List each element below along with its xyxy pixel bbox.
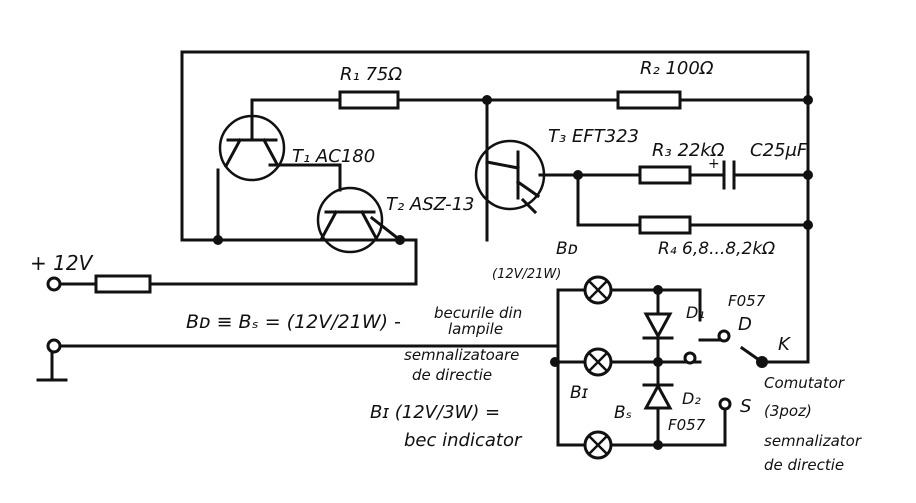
- switch-contact-s: [718, 397, 732, 411]
- label-r3: R₃ 22kΩ: [652, 140, 725, 161]
- lamp-bd: [583, 275, 613, 305]
- transistor-t2: [316, 186, 384, 254]
- resistor-r3: [638, 165, 692, 185]
- label-supply: + 12V: [30, 251, 94, 275]
- label-t2: T₂ ASZ-13: [386, 194, 475, 215]
- resistor-r4: [638, 215, 692, 235]
- transistor-t1: [218, 114, 286, 182]
- label-switch-k: K: [778, 334, 791, 355]
- label-d2-part: F057: [668, 416, 706, 434]
- svg-text:+: +: [708, 156, 720, 172]
- label-r2: R₂ 100Ω: [640, 58, 714, 79]
- label-switch-s: S: [740, 396, 751, 417]
- label-switch-desc-1: Comutator: [764, 374, 845, 392]
- switch-contact-d: [717, 329, 731, 343]
- label-bd-rating: (12V/21W): [492, 267, 561, 282]
- fuse-resistor: [94, 274, 152, 294]
- label-switch-desc-3: semnalizator: [764, 432, 862, 450]
- transistor-t3: [474, 139, 546, 211]
- label-lamps-desc-4: de directie: [412, 366, 492, 384]
- label-d1-part: F057: [728, 292, 766, 310]
- resistor-r2: [616, 90, 682, 110]
- wires: [36, 50, 810, 447]
- label-equation: Bᴅ ≡ Bₛ = (12V/21W) -: [186, 311, 401, 333]
- junction-dots: [213, 95, 813, 450]
- lamp-bi: [583, 347, 613, 377]
- label-switch-desc-2: (3poz): [764, 402, 812, 420]
- label-bi-desc-2: bec indicator: [404, 430, 523, 451]
- diode-d2: [642, 382, 674, 410]
- label-lamps-desc-2: lampile: [448, 320, 503, 338]
- label-lamps-desc-1: becurile din: [434, 304, 522, 322]
- label-d2: D₂: [682, 389, 701, 408]
- label-d1: D₁: [686, 303, 705, 322]
- label-r1: R₁ 75Ω: [340, 64, 402, 85]
- label-switch-d: D: [738, 314, 752, 335]
- label-bi: Bɪ: [570, 383, 589, 403]
- switch-contact-0: [683, 351, 697, 365]
- capacitor-c: +: [708, 156, 736, 190]
- terminal-plus12v: [46, 276, 62, 292]
- label-bd: Bᴅ: [556, 239, 578, 259]
- label-r4: R₄ 6,8...8,2kΩ: [658, 239, 775, 259]
- label-bs: Bₛ: [614, 403, 632, 423]
- resistor-r1: [338, 90, 400, 110]
- lamp-bs: [583, 430, 613, 460]
- label-bi-desc-1: Bɪ (12V/3W) =: [370, 402, 500, 423]
- label-t3: T₃ EFT323: [548, 126, 639, 147]
- label-lamps-desc-3: semnalizatoare: [404, 346, 519, 364]
- terminal-ground: [46, 338, 62, 354]
- label-t1: T₁ AC180: [292, 146, 375, 167]
- label-capacitor: C25μF: [750, 140, 808, 161]
- diode-d1: [642, 312, 674, 340]
- label-switch-desc-4: de directie: [764, 456, 844, 474]
